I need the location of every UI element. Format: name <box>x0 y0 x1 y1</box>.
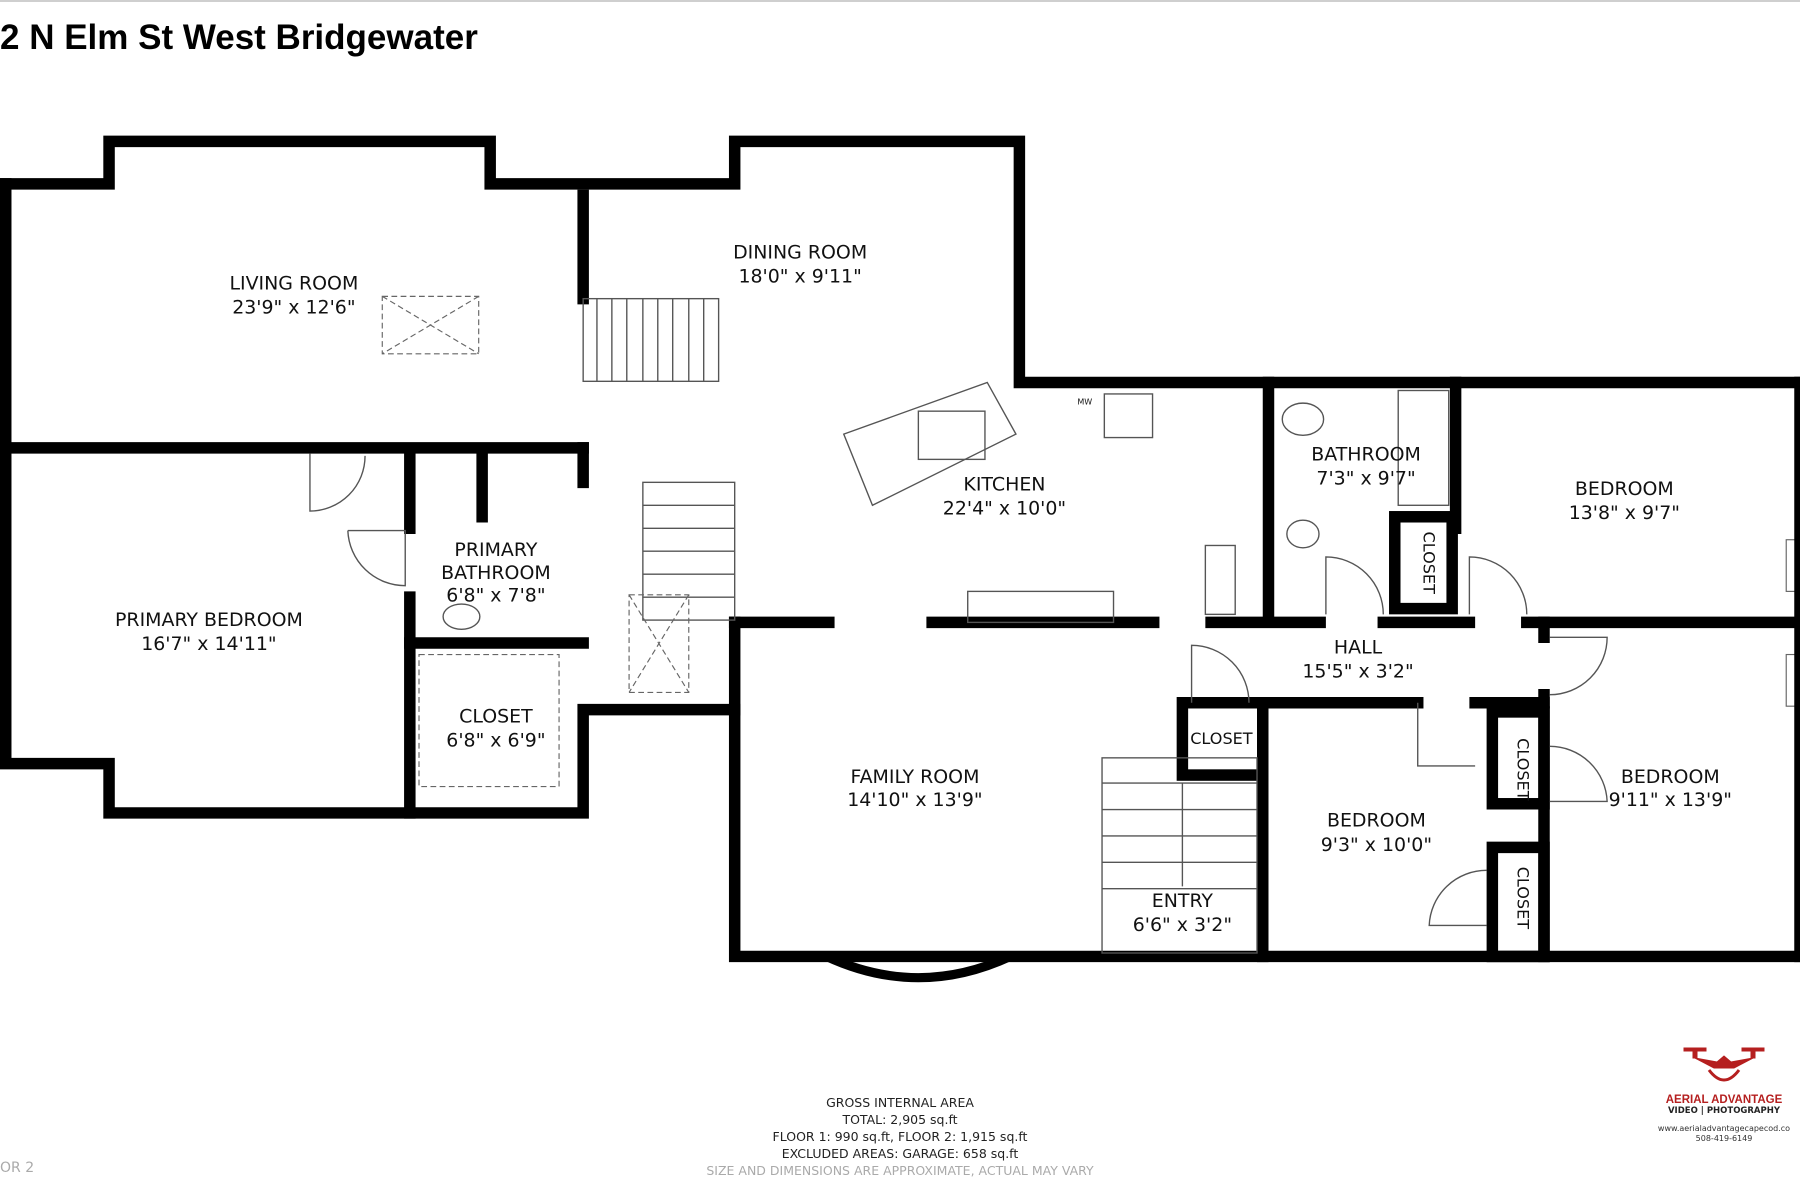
closet-label: CLOSET <box>1514 738 1533 801</box>
fixtures: MW <box>309 295 1608 954</box>
room-name: BATHROOM <box>1311 444 1421 466</box>
room-name: PRIMARY BEDROOM <box>115 609 303 631</box>
area-heading: GROSS INTERNAL AREA <box>826 1095 974 1110</box>
room-size: 6'8" x 7'8" <box>446 585 545 607</box>
logo-name: AERIAL ADVANTAGE <box>1665 1094 1783 1106</box>
room-name: BATHROOM <box>441 562 551 584</box>
closet-label: CLOSET <box>1419 531 1438 594</box>
company-logo: AERIAL ADVANTAGE VIDEO | PHOTOGRAPHY www… <box>1648 1040 1800 1143</box>
room-size: 13'8" x 9'7" <box>1569 502 1680 524</box>
room-name: CLOSET <box>459 705 533 727</box>
room-size: 16'7" x 14'11" <box>141 633 276 655</box>
closet-label: CLOSET <box>1190 729 1253 748</box>
room-size: 6'8" x 6'9" <box>446 729 545 751</box>
area-excluded: EXCLUDED AREAS: GARAGE: 658 sq.ft <box>781 1146 1019 1161</box>
room-size: 7'3" x 9'7" <box>1316 468 1415 490</box>
room-size: 23'9" x 12'6" <box>232 297 355 319</box>
room-name: LIVING ROOM <box>229 272 358 294</box>
drone-icon <box>1683 1047 1765 1082</box>
disclaimer: SIZE AND DIMENSIONS ARE APPROXIMATE, ACT… <box>706 1163 1094 1178</box>
room-size: 9'11" x 13'9" <box>1609 789 1732 811</box>
room-name: PRIMARY <box>454 539 537 561</box>
room-size: 9'3" x 10'0" <box>1321 834 1432 856</box>
logo-phone: 508-419-6149 <box>1695 1134 1753 1143</box>
closet-label: CLOSET <box>1514 867 1533 930</box>
room-name: DINING ROOM <box>733 241 867 263</box>
room-name: FAMILY ROOM <box>850 766 979 788</box>
floor-tag: OR 2 <box>0 1160 35 1176</box>
room-name: BEDROOM <box>1621 766 1720 788</box>
logo-sub: VIDEO | PHOTOGRAPHY <box>1667 1106 1781 1116</box>
top-border <box>0 0 1800 2</box>
room-name: KITCHEN <box>963 473 1045 495</box>
room-name: BEDROOM <box>1575 478 1674 500</box>
room-labels: LIVING ROOM 23'9" x 12'6" DINING ROOM 18… <box>115 241 1732 936</box>
room-name: HALL <box>1334 636 1383 658</box>
area-floors: FLOOR 1: 990 sq.ft, FLOOR 2: 1,915 sq.ft <box>772 1129 1028 1144</box>
room-size: 18'0" x 9'11" <box>738 266 861 288</box>
room-name: BEDROOM <box>1327 810 1426 832</box>
room-size: 15'5" x 3'2" <box>1302 660 1413 682</box>
page-title: 2 N Elm St West Bridgewater <box>0 18 478 57</box>
room-name: ENTRY <box>1152 890 1214 912</box>
microwave-label: MW <box>1077 397 1092 406</box>
room-size: 14'10" x 13'9" <box>847 789 982 811</box>
walls <box>0 135 1800 963</box>
logo-url: www.aerialadvantagecapecod.co <box>1657 1124 1791 1133</box>
room-size: 6'6" x 3'2" <box>1133 914 1232 936</box>
room-size: 22'4" x 10'0" <box>943 497 1066 519</box>
area-total: TOTAL: 2,905 sq.ft <box>842 1112 958 1127</box>
